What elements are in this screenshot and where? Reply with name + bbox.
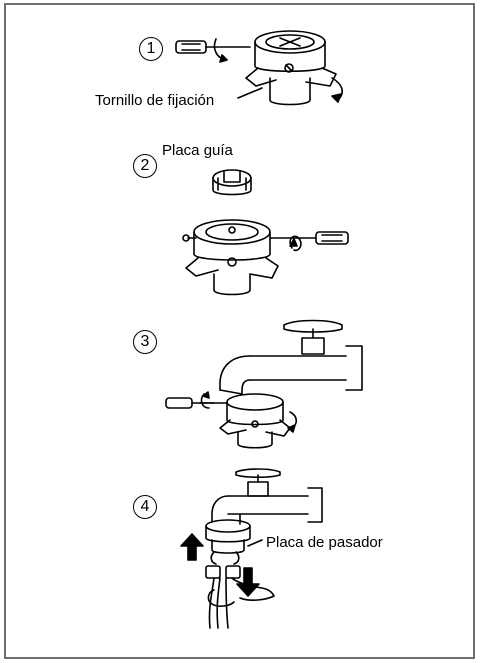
step3-screwdriver-icon xyxy=(165,391,215,409)
step1-connector-icon xyxy=(237,30,344,106)
step-number-3: 3 xyxy=(133,330,157,354)
step-number-2: 2 xyxy=(133,154,157,178)
fixing-screw-label: Tornillo de fijación xyxy=(95,92,215,109)
pin-plate-label: Placa de pasador xyxy=(266,534,383,551)
step1-screwdriver-icon xyxy=(175,38,251,63)
step2-guide-plate-icon xyxy=(212,169,252,196)
step-number-1: 1 xyxy=(139,37,163,61)
guide-plate-label: Placa guía xyxy=(162,142,233,159)
figure-frame xyxy=(4,3,475,659)
step3-connector-icon xyxy=(199,393,298,449)
step3-faucet-icon xyxy=(219,319,363,395)
step-number-4: 4 xyxy=(133,495,157,519)
step4-faucet-icon xyxy=(211,468,323,525)
step2-connector-icon xyxy=(182,219,317,296)
step4-arrow-down-icon xyxy=(236,567,260,597)
step2-screwdriver-icon xyxy=(289,231,349,252)
step4-connector-hose-icon xyxy=(205,519,275,629)
step4-arrow-up-icon xyxy=(180,533,204,561)
